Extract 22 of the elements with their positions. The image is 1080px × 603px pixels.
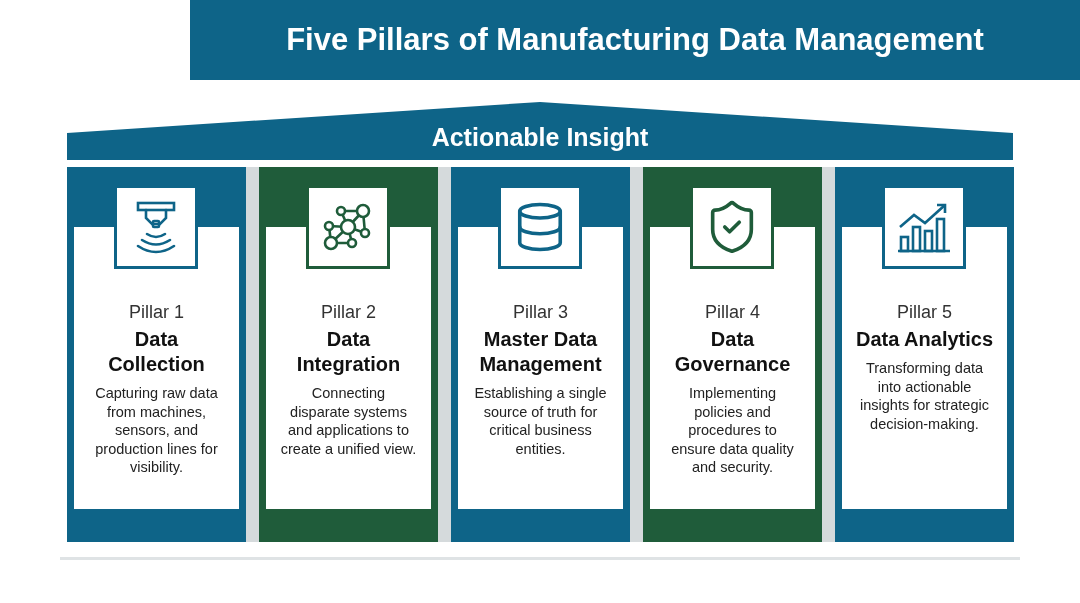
pillar-description: Establishing a single source of truth for critical business entities. [473,384,608,458]
pillar-column [259,167,438,542]
pillar-description: Capturing raw data from machines, sensors, and production lines for visibility. [94,384,219,477]
pillar-column [835,167,1014,542]
pillar-column [643,167,822,542]
pillar-title: Data Governance [673,327,792,377]
pillar-description: Transforming data into actionable insights for strategic decision-making. [859,359,990,433]
pillar-label: Pillar 4 [705,302,760,323]
pillar-column [67,167,246,542]
pillar-title: Data Integration [295,327,402,377]
pillar-label: Pillar 2 [321,302,376,323]
pillar-title: Data Collection [107,327,206,377]
pillar-column [451,167,630,542]
pillar-title: Data Analytics [855,327,994,352]
roof-title: Actionable Insight [431,123,649,152]
pillar-label: Pillar 3 [513,302,568,323]
pillar-description: Connecting disparate systems and applications to create a unified view. [279,384,418,458]
pillar-description: Implementing policies and procedures to ensure data quality and security. [670,384,795,477]
pillar-label: Pillar 5 [897,302,952,323]
page-title: Five Pillars of Manufacturing Data Management [286,22,984,58]
pillar-title: Master Data Management [478,327,603,377]
pillar-label: Pillar 1 [129,302,184,323]
